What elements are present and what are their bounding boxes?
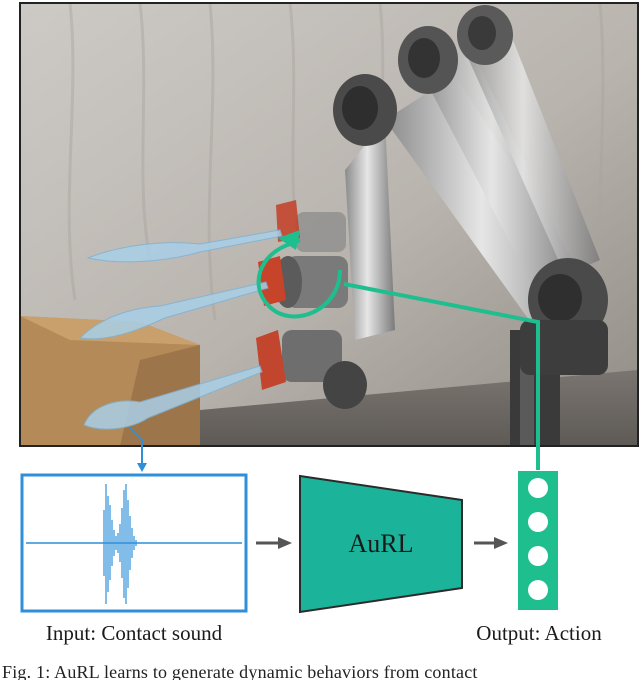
figure-caption: Fig. 1: AuRL learns to generate dynamic …: [2, 662, 478, 680]
sound-waveform: [103, 484, 137, 604]
action-connector: [343, 282, 540, 470]
action-vector: [518, 471, 558, 610]
input-label: Input: Contact sound: [46, 621, 223, 645]
spatula-poses: [78, 229, 283, 430]
flow-arrow-2: [474, 537, 508, 549]
rotation-arrow: [256, 238, 342, 319]
model-label: AuRL: [349, 529, 414, 558]
action-node: [528, 512, 548, 532]
flow-arrow-1: [256, 537, 292, 549]
action-node: [528, 580, 548, 600]
output-label: Output: Action: [476, 621, 602, 645]
input-waveform-panel: [20, 473, 248, 613]
wrist-poses: [256, 200, 367, 409]
contact-connector: [129, 427, 143, 466]
action-node: [528, 478, 548, 498]
robot-photo: [20, 3, 638, 446]
aurl-model-block: [299, 474, 463, 614]
contact-connector-head: [137, 463, 147, 472]
rotation-arrowhead: [278, 230, 300, 250]
photo-frame: [19, 2, 639, 447]
action-node: [528, 546, 548, 566]
